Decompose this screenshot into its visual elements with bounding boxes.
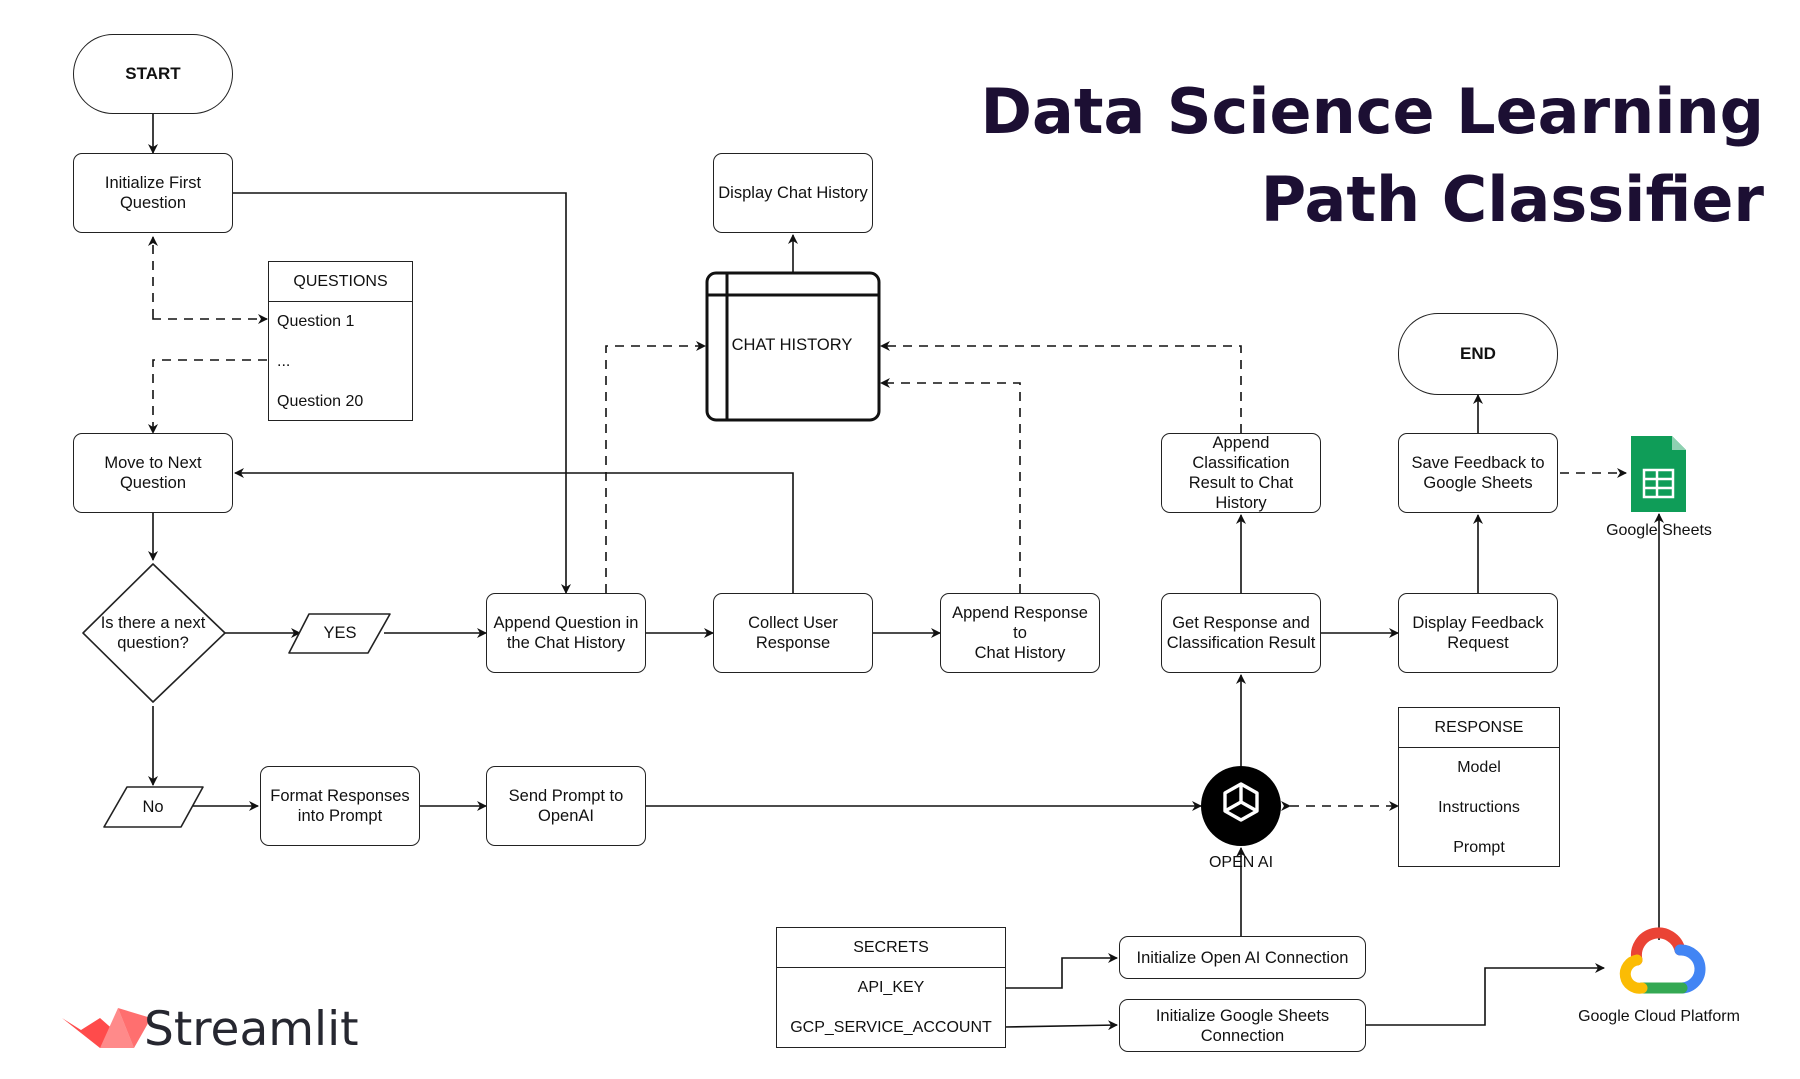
chat-history-store: [705, 271, 881, 422]
table-row: Instructions: [1438, 799, 1520, 816]
secrets-table: SECRETS API_KEY GCP_SERVICE_ACCOUNT: [776, 927, 1006, 1048]
table-row: Prompt: [1453, 839, 1505, 856]
dash-row-move: [148, 359, 267, 434]
edge-collect-move: [234, 468, 794, 593]
streamlit-logo-icon: [62, 1008, 151, 1048]
gcp-label: Google Cloud Platform: [1578, 1008, 1740, 1025]
table-row: Model: [1457, 759, 1501, 776]
dash-class-chathistory: [880, 341, 1242, 433]
no-parallelogram: [103, 786, 204, 828]
dash-response-chathistory: [880, 378, 1021, 593]
append-response-box: Append Response to Chat History: [940, 593, 1100, 673]
response-table-header: RESPONSE: [1399, 708, 1559, 748]
append-classification-box: Append Classification Result to Chat His…: [1161, 433, 1321, 513]
streamlit-wordmark: Streamlit: [144, 1002, 359, 1057]
questions-table-header: QUESTIONS: [269, 262, 412, 302]
move-next-question-box: Move to Next Question: [73, 433, 233, 513]
google-sheets-icon: [1631, 436, 1686, 512]
collect-user-response-box: Collect User Response: [713, 593, 873, 673]
gcp-icon: [1619, 927, 1706, 994]
display-feedback-box: Display Feedback Request: [1398, 593, 1558, 673]
yes-parallelogram: [288, 613, 391, 654]
table-row: ...: [277, 353, 291, 370]
openai-icon: [1201, 766, 1281, 846]
questions-table: QUESTIONS Question 1 ... Question 20: [268, 261, 413, 421]
dash-append-chathistory: [605, 341, 706, 593]
no-label: No: [142, 797, 164, 816]
init-openai-box: Initialize Open AI Connection: [1119, 936, 1366, 979]
table-row: GCP_SERVICE_ACCOUNT: [790, 1019, 992, 1036]
diagram-title-line2: Path Classifier: [1260, 163, 1764, 236]
get-response-box: Get Response and Classification Result: [1161, 593, 1321, 673]
save-feedback-box: Save Feedback to Google Sheets: [1398, 433, 1558, 513]
dash-questions-row1: [152, 314, 268, 324]
edge-secrets-initsheets: [1003, 1020, 1118, 1031]
edge-init-append: [233, 192, 571, 594]
response-table: RESPONSE Model Instructions Prompt: [1398, 707, 1560, 867]
google-sheets-label: Google Sheets: [1606, 522, 1712, 539]
chat-history-label: CHAT HISTORY: [731, 335, 853, 354]
init-first-question-box: Initialize First Question: [73, 153, 233, 233]
end-terminal: END: [1398, 313, 1558, 395]
yes-label: YES: [323, 624, 357, 642]
append-question-box: Append Question in the Chat History: [486, 593, 646, 673]
format-responses-box: Format Responses into Prompt: [260, 766, 420, 846]
diagram-title-line1: Data Science Learning: [980, 75, 1764, 148]
send-prompt-box: Send Prompt to OpenAI: [486, 766, 646, 846]
secrets-table-header: SECRETS: [777, 928, 1005, 968]
decision-diamond: [82, 563, 226, 703]
openai-label: OPEN AI: [1208, 854, 1274, 871]
edge-secrets-initopenai: [1004, 953, 1118, 989]
display-chat-history-box: Display Chat History: [713, 153, 873, 233]
edge-initsheets-gcp: [1366, 963, 1605, 1026]
table-row: Question 20: [277, 393, 364, 410]
decision-text: Is there a next question?: [100, 614, 206, 652]
start-terminal: START: [73, 34, 233, 114]
table-row: API_KEY: [857, 979, 925, 996]
table-row: Question 1: [277, 313, 355, 330]
init-sheets-box: Initialize Google Sheets Connection: [1119, 999, 1366, 1052]
